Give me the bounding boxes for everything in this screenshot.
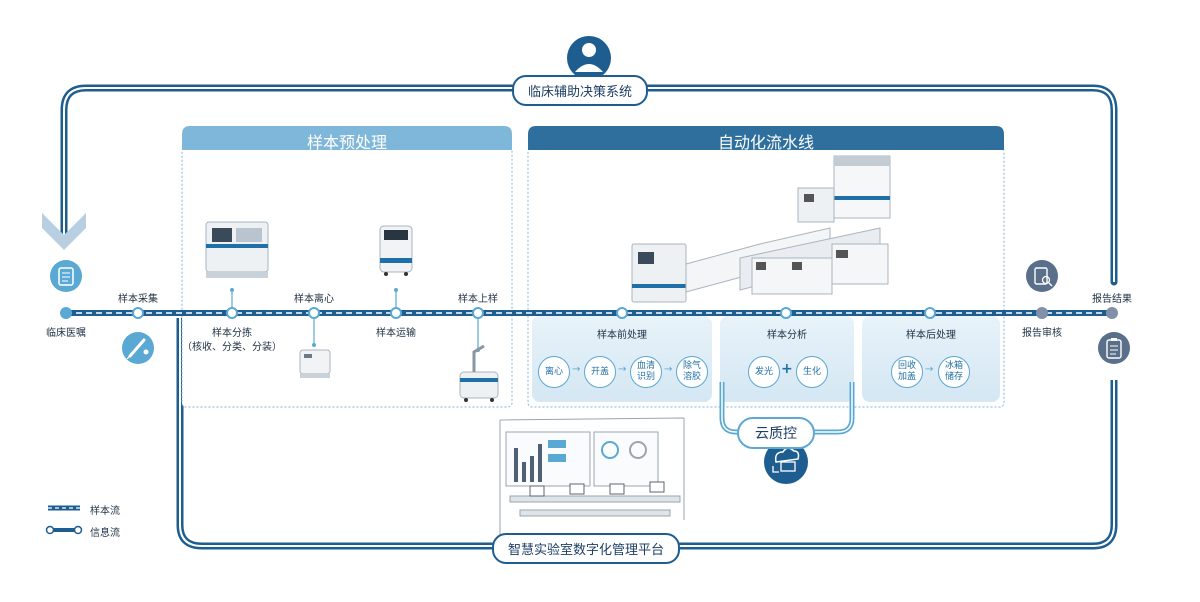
step-serum-id: 血清 识别	[630, 356, 662, 388]
transport-robot-illustration	[379, 225, 413, 276]
step-centrifuge: 离心	[538, 356, 570, 388]
loading-label: 样本上样	[458, 294, 498, 305]
automation-line-illustration	[631, 155, 891, 303]
step-luminescence: 发光	[748, 356, 780, 388]
arrow-icon: →	[618, 364, 627, 375]
sample-sorting-label: 样本分拣	[212, 328, 252, 339]
report-review-label: 报告审核	[1022, 328, 1062, 339]
loading-robot-illustration	[459, 344, 499, 402]
pre-processing-box	[532, 316, 712, 402]
lab-room-illustration	[499, 417, 685, 540]
sample-sorting-detail: （核收、分类、分装）	[182, 342, 282, 353]
arrow-icon: →	[925, 364, 934, 375]
doctor-icon	[567, 36, 611, 80]
digital-lab-platform-label[interactable]: 智慧实验室数字化管理平台	[492, 533, 681, 564]
flow-nodes	[60, 307, 1118, 319]
preprocess-panel	[181, 126, 513, 408]
arrow-icon: →	[664, 364, 673, 375]
entry-chevron	[42, 213, 86, 250]
step-degas: 除气 溶胶	[676, 356, 708, 388]
report-clipboard-icon	[1098, 332, 1130, 364]
sample-collection-label: 样本采集	[118, 294, 158, 305]
report-search-icon	[1026, 260, 1058, 292]
centrifuge-illustration	[299, 349, 331, 378]
preprocess-panel-title: 样本预处理	[306, 133, 387, 152]
blood-collection-icon	[122, 332, 154, 364]
analysis-title: 样本分析	[767, 330, 807, 341]
automation-panel-title: 自动化流水线	[717, 133, 814, 152]
cloud-qc-label[interactable]: 云质控	[737, 417, 815, 449]
step-recap: 回收 加盖	[891, 356, 923, 388]
step-decap: 开盖	[584, 356, 616, 388]
report-result-label: 报告结果	[1092, 294, 1132, 305]
step-biochemistry: 生化	[796, 356, 828, 388]
clinical-order-label: 临床医嘱	[46, 328, 86, 339]
clinical-decision-system-label[interactable]: 临床辅助决策系统	[512, 75, 649, 106]
legend-info-flow: 信息流	[90, 528, 120, 539]
sample-sorter-illustration	[205, 221, 269, 278]
order-form-icon	[50, 260, 82, 292]
legend	[45, 505, 83, 535]
centrifuge-label: 样本离心	[294, 294, 334, 305]
step-fridge-storage: 冰箱 储存	[938, 356, 970, 388]
legend-sample-flow: 样本流	[90, 506, 120, 517]
pre-processing-title: 样本前处理	[597, 330, 647, 341]
post-processing-title: 样本后处理	[906, 330, 956, 341]
plus-icon: +	[781, 361, 793, 377]
transport-label: 样本运输	[376, 328, 416, 339]
arrow-icon: →	[572, 364, 581, 375]
